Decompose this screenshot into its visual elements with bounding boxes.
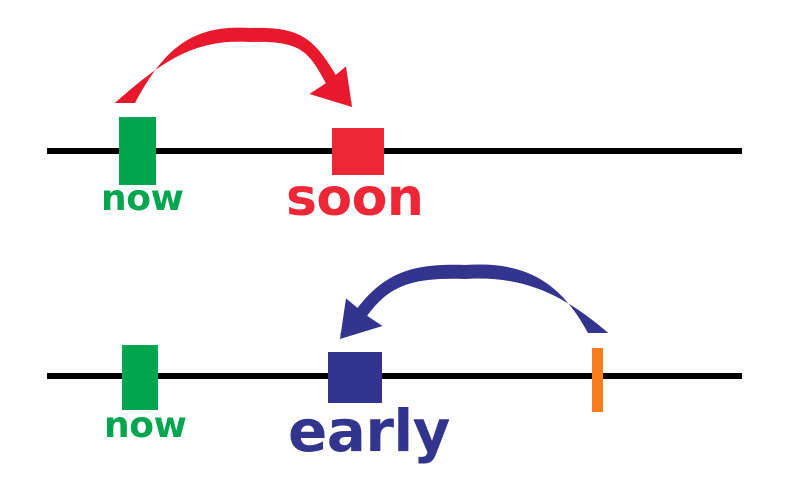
early-label: early bbox=[288, 397, 450, 465]
soon-marker[interactable] bbox=[332, 128, 384, 175]
timeline-axis bbox=[47, 373, 742, 379]
soon-label: soon bbox=[286, 168, 424, 228]
now-label: now bbox=[104, 405, 187, 446]
now-marker[interactable] bbox=[119, 117, 156, 185]
now-label: now bbox=[101, 178, 184, 219]
deadline-tick[interactable] bbox=[592, 348, 603, 412]
now-marker[interactable] bbox=[122, 345, 158, 410]
early-marker[interactable] bbox=[328, 352, 382, 403]
timeline-axis bbox=[47, 148, 742, 154]
